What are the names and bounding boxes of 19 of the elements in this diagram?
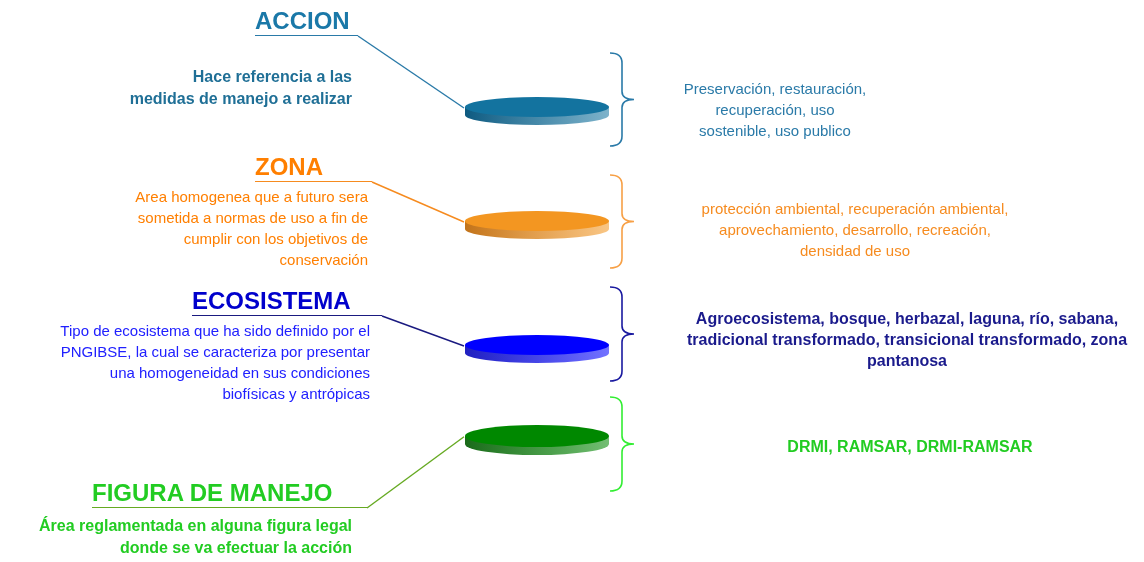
leader-line xyxy=(366,436,465,509)
category-list: protección ambiental, recuperación ambiental, aprovechamiento, desarrollo, recreación, densidad de uso xyxy=(695,198,1015,261)
disc-shape xyxy=(464,424,610,456)
category-list: Preservación, restauración, recuperación, uso sostenible, uso publico xyxy=(680,78,870,141)
disc-shape xyxy=(464,210,610,240)
disc-shape xyxy=(464,96,610,126)
heading: ECOSISTEMA xyxy=(192,287,351,315)
category-list: DRMI, RAMSAR, DRMI-RAMSAR xyxy=(740,436,1080,457)
heading: FIGURA DE MANEJO xyxy=(92,479,333,507)
leader-line xyxy=(371,181,465,223)
heading: ZONA xyxy=(255,153,323,181)
leader-line xyxy=(381,315,465,347)
category-list: Agroecosistema, bosque, herbazal, laguna, río, sabana, tradicional transformado, transicional transformado, zona pantanosa xyxy=(672,308,1142,371)
disc-shape xyxy=(464,334,610,364)
description-text: Tipo de ecosistema que ha sido definido por el PNGIBSE, la cual se caracteriza por presentar una homogeneidad en sus condiciones biofísicas y antrópicas xyxy=(59,321,370,404)
heading: ACCION xyxy=(255,7,350,35)
description-text: Hace referencia a las medidas de manejo a realizar xyxy=(128,67,352,109)
description-text: Área reglamentada en alguna figura legal donde se va efectuar la acción xyxy=(38,515,352,558)
description-text: Area homogenea que a futuro sera sometida a normas de uso a fin de cumplir con los objetivos de conservación xyxy=(134,187,368,270)
